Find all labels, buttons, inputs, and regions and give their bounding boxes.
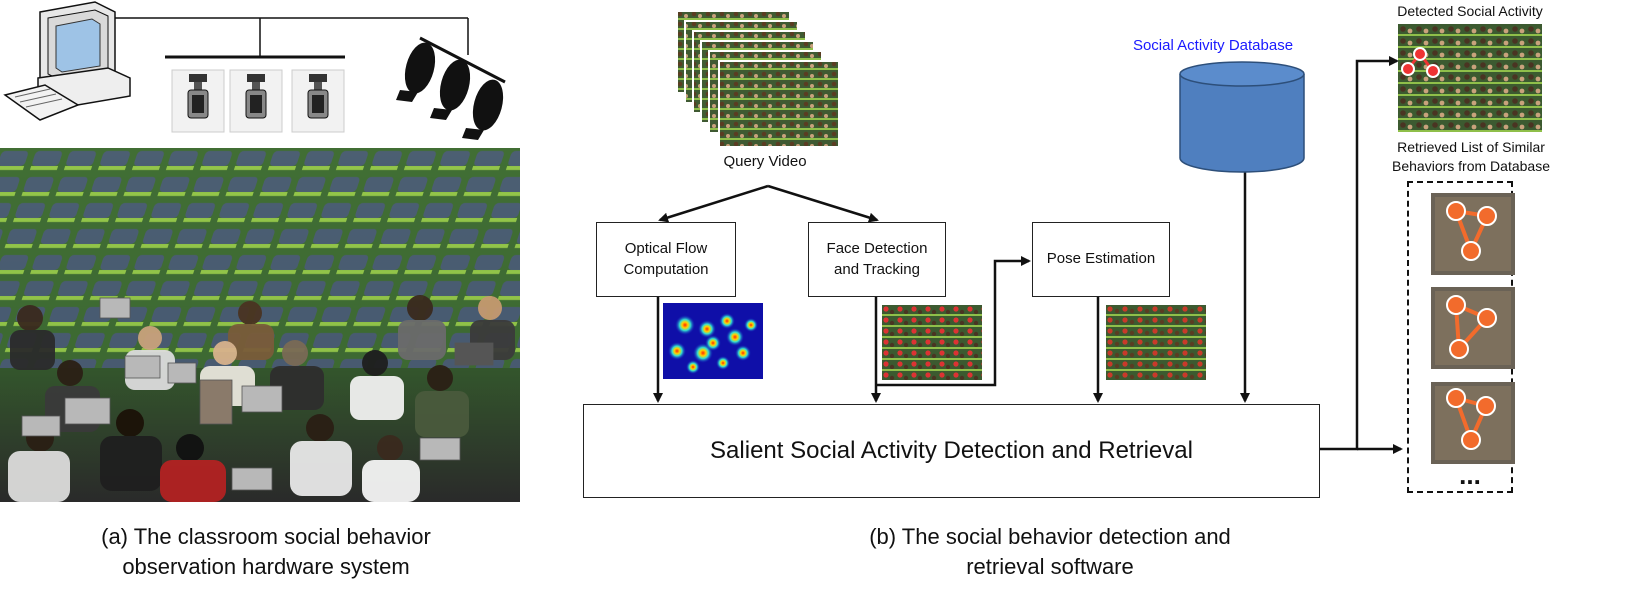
database-icon [1179,61,1305,173]
caption-hardware: (a) The classroom social behavior observ… [60,522,472,581]
microphone-icon [396,36,506,140]
pose-estimation-box: Pose Estimation [1032,222,1170,297]
computer-icon [3,1,131,121]
caption-software-line2: retrieval software [966,553,1134,579]
retrieved-ellipsis: ... [1459,460,1481,490]
detected-activity-image [1398,24,1542,132]
caption-software: (b) The social behavior detection and re… [835,522,1265,581]
optical-flow-label: Optical Flow Computation [623,240,709,278]
optical-flow-box: Optical Flow Computation [596,222,736,297]
face-detection-thumbnail [882,305,982,380]
query-video-label: Query Video [723,153,807,170]
detected-activity-label: Detected Social Activity [1397,3,1543,19]
retrieved-result-3 [1431,382,1515,464]
retrieved-list-line1: Retrieved List of Similar [1397,139,1545,155]
optical-flow-heatmap [663,303,763,379]
salient-activity-label: Salient Social Activity Detection and Re… [710,436,1193,464]
query-video-frames [676,10,840,148]
classroom-photo [0,148,520,502]
pose-estimation-thumbnail [1106,305,1206,380]
hardware-diagram [3,1,506,140]
salient-activity-box: Salient Social Activity Detection and Re… [583,404,1320,498]
pose-estimation-label: Pose Estimation [1046,250,1156,268]
caption-hardware-line1: (a) The classroom social behavior [101,524,431,549]
database-label: Social Activity Database [1132,37,1294,54]
retrieved-list-line2: Behaviors from Database [1392,157,1550,174]
caption-software-line1: (b) The social behavior detection and [869,524,1231,549]
face-detection-label: Face Detection and Tracking [826,240,928,278]
retrieved-list-label: Retrieved List of Similar Behaviors from… [1375,138,1567,176]
retrieved-result-2 [1431,287,1515,369]
face-detection-box: Face Detection and Tracking [808,222,946,297]
camera-icon [171,69,345,133]
caption-hardware-line2: observation hardware system [122,553,410,579]
retrieved-result-1 [1431,193,1515,275]
